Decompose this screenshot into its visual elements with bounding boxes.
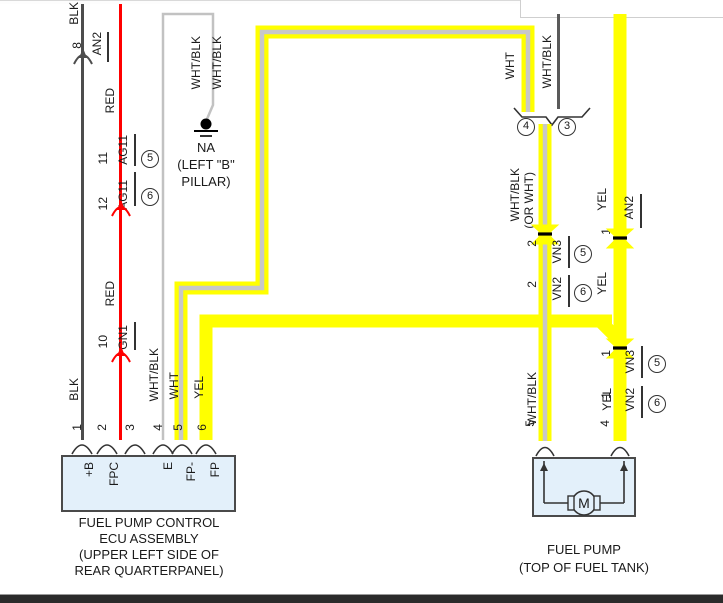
bottom-border-strip	[0, 594, 723, 603]
ecu-caption-line4: REAR QUARTERPANEL)	[74, 563, 224, 578]
connector-rule-vn3-right	[641, 346, 643, 378]
splice-bracket-4-3	[513, 107, 591, 127]
connector-arrow-red-gn1	[111, 346, 131, 363]
connector-rule-vn2-left	[568, 275, 570, 307]
inline-connector-vn3-vn2-left	[530, 224, 560, 245]
wire-whtblk-ground-branch	[161, 12, 215, 440]
ground-location-line2: PILLAR)	[181, 174, 231, 189]
ecu-caption-line3: (UPPER LEFT SIDE OF	[79, 547, 219, 562]
connector-rule-vn3-left	[568, 236, 570, 268]
ground-location-line1: (LEFT "B"	[177, 157, 235, 172]
label-yel-pin-1-lower-a: 1	[599, 350, 613, 357]
motor-symbol-text: M	[578, 495, 590, 511]
connector-rule-ag11-b	[134, 172, 136, 206]
label-code-vn3-right: VN3	[623, 350, 637, 374]
connector-rule-an2-right	[640, 194, 642, 228]
ground-symbol-na	[194, 118, 218, 137]
label-code-vn2-right: VN2	[623, 388, 637, 412]
wire-whtblk-right-top	[557, 14, 560, 109]
connector-rule-vn2-right	[641, 386, 643, 418]
fuel-pump-caption-line1: FUEL PUMP	[547, 542, 621, 557]
connector-arrow-blk-top	[73, 48, 93, 65]
circle-number-6-vn2-right: 6	[648, 395, 666, 413]
wire-yel-pin6-path	[199, 314, 612, 440]
ecu-connector-pin-chevrons	[71, 444, 217, 455]
label-pump-pin-4: 4	[598, 420, 612, 427]
circle-number-4-splice: 4	[517, 118, 535, 136]
connector-arrow-red-ag11	[111, 200, 131, 217]
circle-number-5-vn3-right: 5	[648, 355, 666, 373]
wire-yel-junction-step	[595, 316, 620, 340]
circle-number-3-splice: 3	[558, 118, 576, 136]
fuel-pump-control-ecu-box	[61, 455, 236, 512]
inline-connector-an2-right	[605, 228, 635, 249]
connector-rule-gn1	[134, 322, 136, 350]
ecu-caption-line2: ECU ASSEMBLY	[99, 531, 199, 546]
ground-code-na: NA	[196, 140, 216, 155]
circle-number-5-vn3-left: 5	[574, 245, 592, 263]
wire-wht-yellow-highlight-path	[174, 25, 535, 440]
wire-whtblk-or-wht-to-pump	[538, 124, 552, 441]
circle-number-5-ag11: 5	[141, 150, 159, 168]
circle-number-6-vn2-left: 6	[574, 284, 592, 302]
connector-rule-an2-top	[107, 32, 109, 62]
circle-number-6-ag11: 6	[141, 188, 159, 206]
fuel-pump-motor-circuit: M	[540, 461, 628, 516]
wire-blk-pin1	[81, 4, 84, 440]
inline-connector-vn3-vn2-right	[605, 338, 635, 359]
label-pump-wire-yel: YEL	[600, 388, 614, 411]
connector-rule-ag11-a	[134, 134, 136, 166]
ecu-caption-line1: FUEL PUMP CONTROL	[78, 515, 220, 530]
top-border-strip	[0, 0, 723, 4]
fuel-pump-caption-line2: (TOP OF FUEL TANK)	[518, 560, 650, 575]
wire-red-pin3	[119, 4, 122, 440]
fuel-pump-connector-arrows	[535, 446, 630, 457]
